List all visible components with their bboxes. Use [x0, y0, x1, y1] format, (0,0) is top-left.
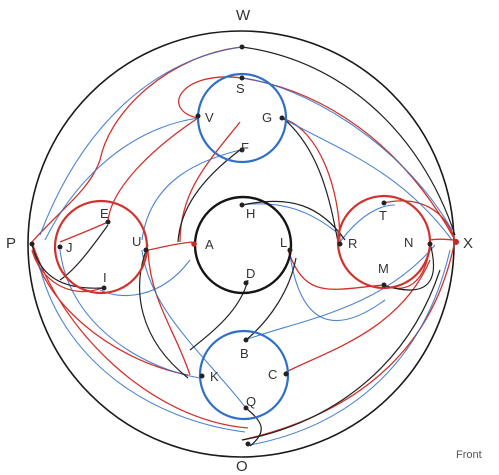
label-d: D: [246, 266, 255, 281]
ring-left: [53, 199, 149, 295]
label-g: G: [262, 110, 272, 125]
label-l: L: [280, 235, 287, 250]
label-e: E: [100, 206, 109, 221]
label-front: Front: [456, 449, 482, 461]
label-k: K: [210, 369, 219, 384]
label-s: S: [236, 81, 245, 96]
label-i: I: [103, 270, 107, 285]
red-wires: [31, 46, 459, 441]
label-t: T: [379, 208, 387, 223]
label-n: N: [404, 235, 413, 250]
label-c: C: [268, 367, 277, 382]
label-o: O: [236, 458, 248, 475]
black-wires: [31, 46, 456, 447]
label-q: Q: [246, 394, 256, 409]
label-b: B: [240, 346, 249, 361]
label-f: F: [241, 140, 249, 155]
blue-wires: [37, 46, 453, 446]
label-r: R: [348, 236, 357, 251]
label-u: U: [132, 234, 141, 249]
terminal-dots: [29, 44, 459, 447]
label-h: H: [246, 206, 255, 221]
label-m: M: [378, 261, 389, 276]
label-x: X: [463, 235, 473, 252]
label-w: W: [236, 7, 251, 24]
label-p: P: [6, 235, 16, 252]
label-j: J: [66, 240, 73, 255]
label-v: V: [205, 110, 214, 125]
label-a: A: [205, 237, 214, 252]
